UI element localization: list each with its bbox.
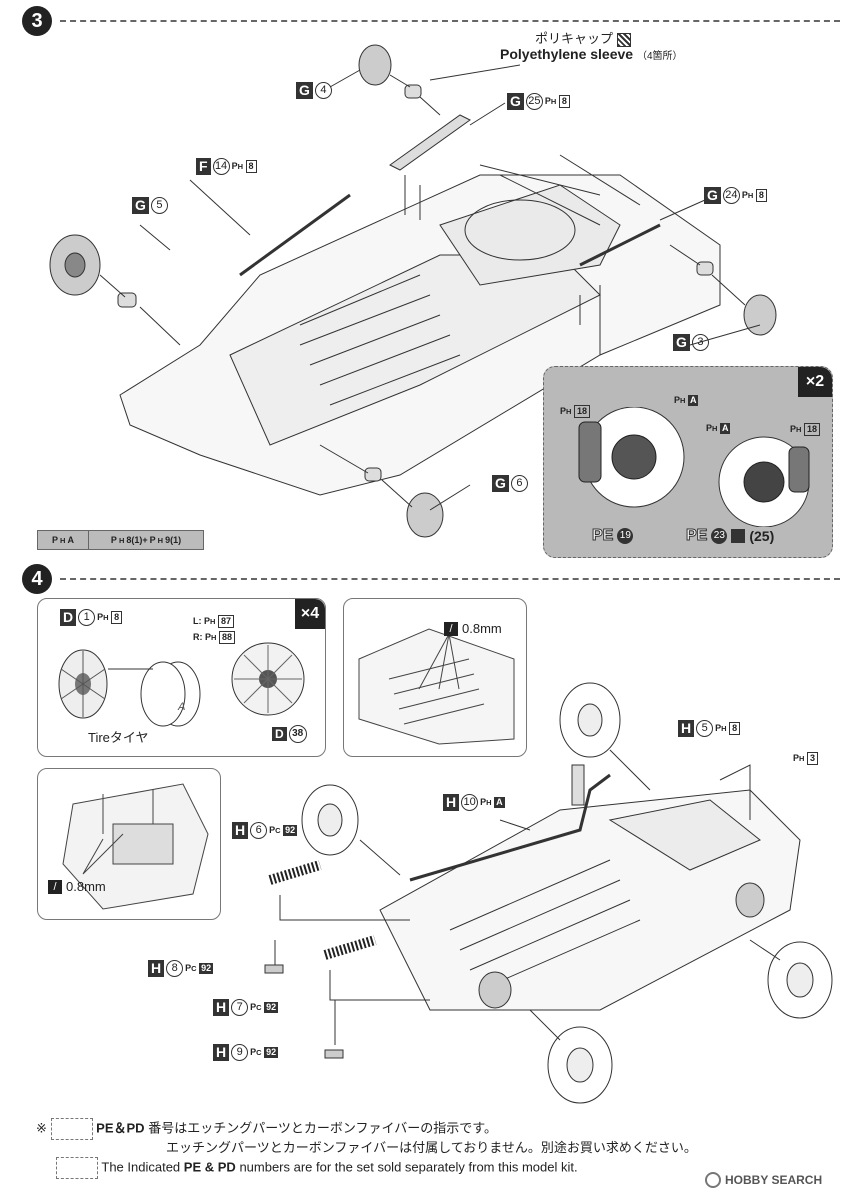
step-4-chassis-diagram [264, 682, 833, 1104]
wire-label-2: / 0.8mm [48, 879, 106, 894]
part-g25: G 25 PH 8 [507, 93, 570, 110]
brake-discs-illustration [578, 407, 810, 527]
part-g24: G 24 PH 8 [704, 187, 767, 204]
wheel-tire-illustration [58, 642, 305, 727]
paint-ph3: PH 3 [793, 752, 818, 765]
step-4-badge: 4 [22, 564, 52, 594]
part-d1: D 1 PH 8 [60, 609, 123, 626]
hobby-search-logo-icon [705, 1172, 721, 1188]
paint-label-a: PH A [674, 395, 699, 406]
part-h7: H 7 PC 92 [213, 999, 279, 1016]
brake-detail-panel: ×2 PH 18 PH A PH A PH 18 PE 19 PE 23 (25… [543, 366, 833, 558]
part-g6: G 6 [492, 475, 528, 492]
wheel-panel: ×4 D 1 PH 8 L: PH 87 R: PH 88 A Tireタイヤ … [37, 598, 326, 757]
wire-detail-panel: / 0.8mm [343, 598, 527, 757]
dashed-box [56, 1157, 98, 1179]
paint-label-18: PH 18 [560, 405, 590, 418]
multiplier-badge: ×4 [295, 599, 325, 629]
left-paint: L: PH 87 [193, 615, 234, 628]
right-paint: R: PH 88 [193, 631, 235, 644]
footer-note-ja-1: ※ PE＆PD 番号はエッチングパーツとカーボンファイバーの指示です。 [36, 1118, 497, 1140]
multiplier-badge: ×2 [798, 367, 832, 397]
part-h9: H 9 PC 92 [213, 1044, 279, 1061]
part-h5: H 5 PH 8 [678, 720, 741, 737]
sleeve-note-en: Polyethylene sleeve （4箇所） [500, 46, 683, 62]
pe-19-label: PE 19 [591, 527, 634, 545]
tire-label: Tireタイヤ [88, 730, 149, 745]
part-h10: H 10 PH A [443, 794, 505, 811]
paint-label-a2: PH A [706, 423, 731, 434]
engine-detail-panel: / 0.8mm [37, 768, 221, 920]
cut-icon [616, 32, 631, 47]
part-h8: H 8 PC 92 [148, 960, 214, 977]
part-g4: G 4 [296, 82, 332, 99]
tire-mark: A [178, 701, 186, 713]
footer-note-en: The Indicated PE & PD numbers are for th… [56, 1157, 578, 1179]
part-h6: H 6 PC 92 [232, 822, 298, 839]
part-f14: F 14 PH 8 [196, 158, 257, 175]
watermark: HOBBY SEARCH [705, 1172, 822, 1188]
chassis-detail-illustration [358, 628, 515, 745]
sleeve-note: ポリキャップ [535, 28, 631, 47]
wire-label: / 0.8mm [444, 621, 502, 636]
decal-d38: D 38 [272, 725, 307, 743]
step-3-divider [60, 20, 840, 22]
step-4-divider [60, 578, 840, 580]
step-3-badge: 3 [22, 6, 52, 36]
footer-note-ja-2: エッチングパーツとカーボンファイバーは付属しておりません。別途お買い求めください… [166, 1140, 697, 1155]
pe-23-label: PE 23 (25) [685, 527, 775, 545]
step-3-chassis-diagram [49, 44, 777, 538]
part-g5: G 5 [132, 197, 168, 214]
paint-label-18b: PH 18 [790, 423, 820, 436]
dashed-box [50, 1118, 93, 1140]
cut-icon [731, 529, 746, 543]
part-g3: G 3 [673, 334, 709, 351]
engine-detail-illustration [62, 783, 209, 910]
